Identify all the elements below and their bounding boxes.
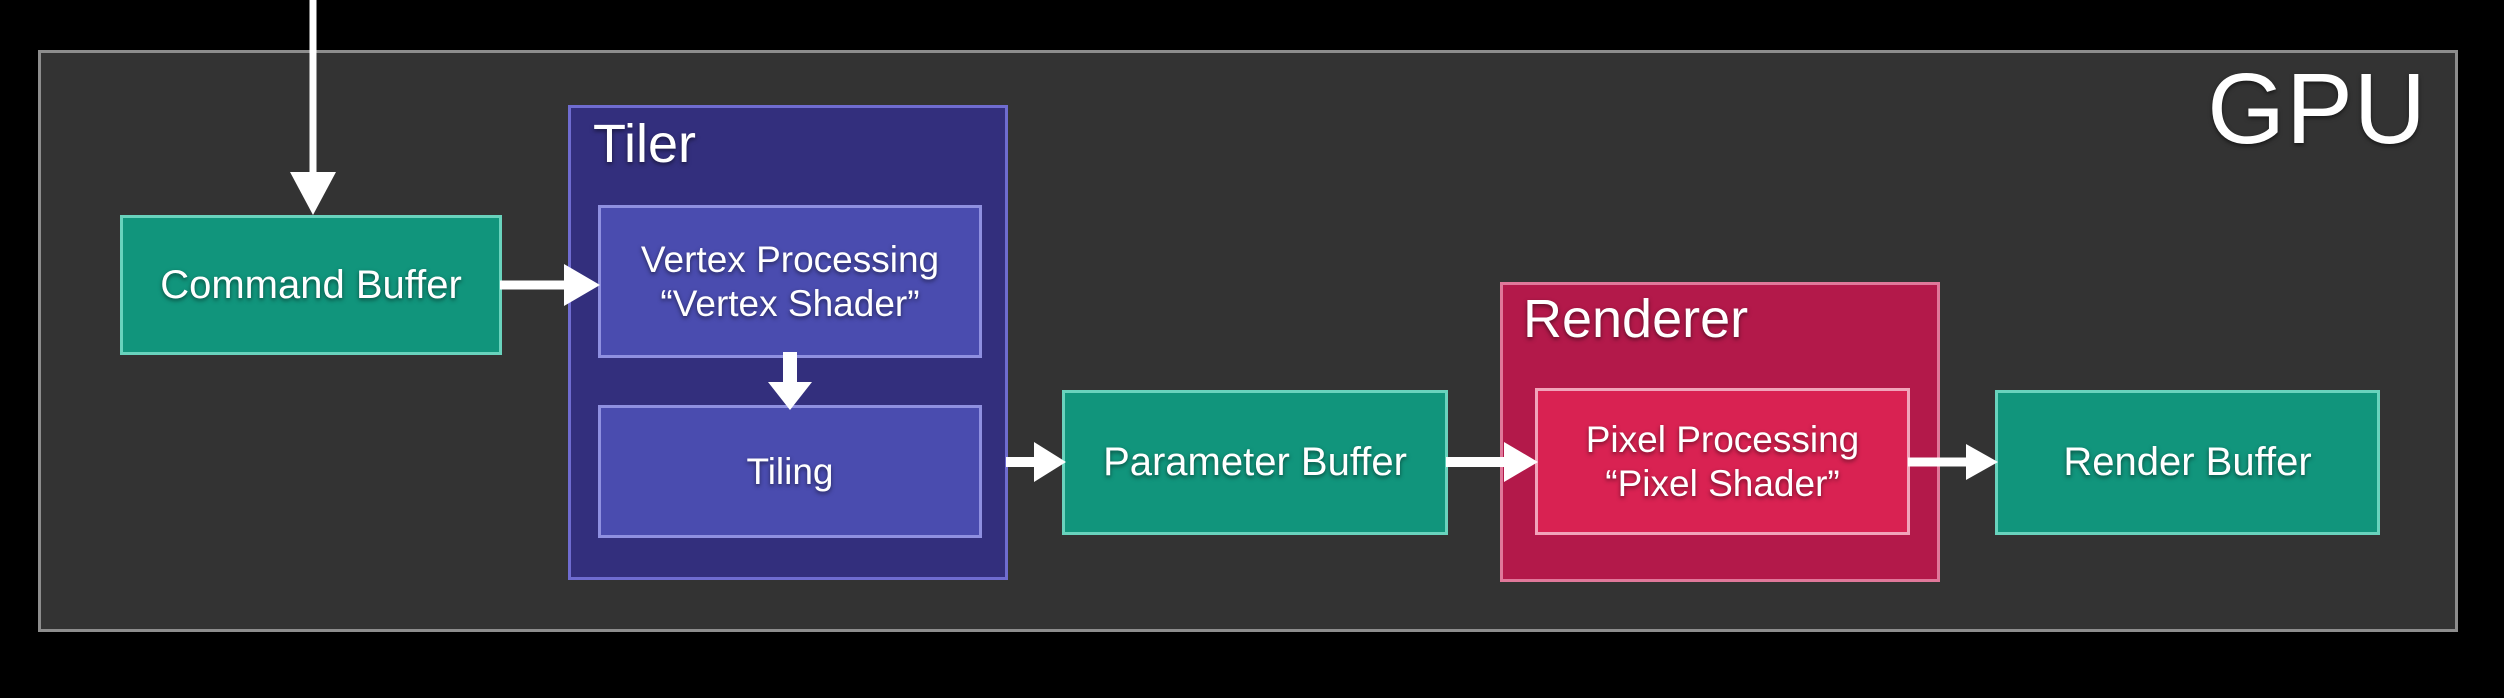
node-command-buffer[interactable]: Command Buffer — [120, 215, 502, 355]
group-renderer-label: Renderer — [1523, 289, 1749, 349]
node-render-buffer[interactable]: Render Buffer — [1995, 390, 2380, 535]
edge-vertex-processing-to-tiling-arrow — [768, 352, 812, 410]
node-vertex-processing[interactable]: Vertex Processing “Vertex Shader” — [598, 205, 982, 358]
edge-tiling-to-parameter-buffer-arrow — [1006, 442, 1066, 482]
node-parameter-buffer[interactable]: Parameter Buffer — [1062, 390, 1448, 535]
gpu-panel-label: GPU — [2207, 53, 2427, 165]
node-command-buffer-label: Command Buffer — [160, 262, 462, 307]
node-render-buffer-label: Render Buffer — [2063, 440, 2312, 485]
node-vertex-processing-line2: “Vertex Shader” — [660, 282, 920, 324]
node-pixel-processing-line2: “Pixel Shader” — [1605, 462, 1840, 504]
group-tiler-label: Tiler — [593, 114, 696, 174]
node-tiling[interactable]: Tiling — [598, 405, 982, 538]
edge-pixel-processing-to-render-buffer-arrow — [1908, 444, 1998, 480]
node-pixel-processing-line1: Pixel Processing — [1585, 418, 1860, 460]
node-vertex-processing-line1: Vertex Processing — [640, 238, 940, 280]
node-parameter-buffer-label: Parameter Buffer — [1103, 440, 1407, 485]
node-tiling-label: Tiling — [746, 450, 834, 492]
edge-parameter-buffer-to-pixel-processing-arrow — [1446, 442, 1538, 482]
edge-incoming-to-command-buffer-arrow — [290, 0, 336, 215]
node-pixel-processing[interactable]: Pixel Processing “Pixel Shader” — [1535, 388, 1910, 535]
edge-command-buffer-to-vertex-processing-arrow — [500, 264, 600, 306]
